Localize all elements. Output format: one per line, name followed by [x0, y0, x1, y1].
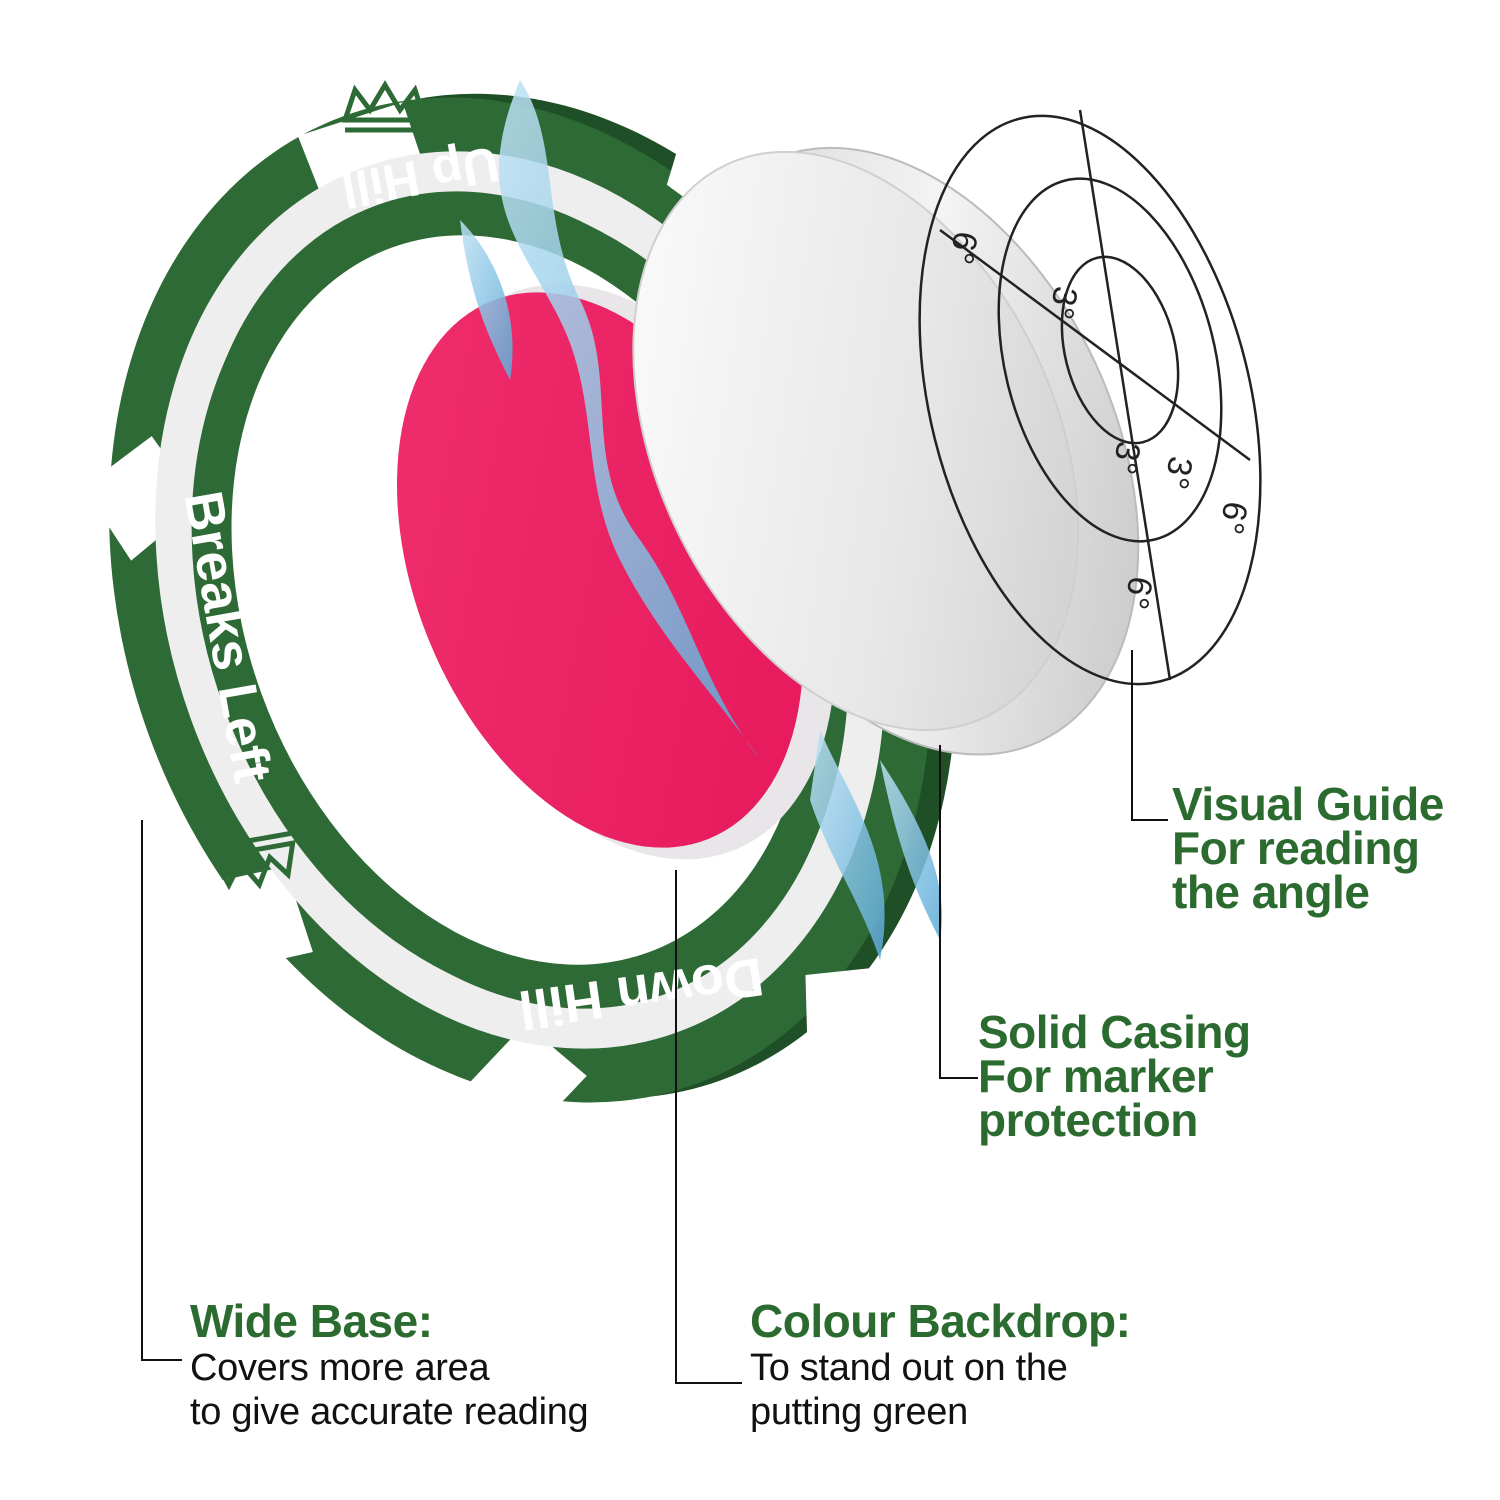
- visual-guide-line-1: Visual Guide: [1172, 778, 1444, 830]
- colour-backdrop-line-1: To stand out on the: [750, 1347, 1068, 1389]
- guide-outer-circle: [918, 114, 1262, 686]
- leader-wide-base: [141, 820, 182, 1361]
- guide-line-1: [939, 228, 1251, 462]
- guide-inner-circle: [1060, 255, 1180, 445]
- leader-colour-backdrop: [675, 870, 742, 1384]
- visual-guide-line-2: For reading: [1172, 822, 1420, 874]
- solid-casing-line-2: For marker: [978, 1050, 1214, 1102]
- solid-casing-line-3: protection: [978, 1094, 1198, 1146]
- leader-visual-guide: [1131, 650, 1168, 821]
- wide-base-line-2: to give accurate reading: [190, 1391, 589, 1433]
- guide-number: 3°: [1041, 284, 1084, 323]
- guide-number: 3°: [1104, 439, 1147, 478]
- crown-icon-bottom: [210, 830, 296, 891]
- guide-number: 6°: [1116, 574, 1159, 613]
- guide-number: 3°: [1156, 454, 1199, 493]
- wide-base-line-1: Covers more area: [190, 1347, 490, 1389]
- guide-number: 6°: [941, 229, 984, 268]
- colour-backdrop-callout: Colour Backdrop: To stand out on the put…: [750, 1295, 1131, 1434]
- casing-face: [632, 150, 1080, 731]
- leader-lines: [141, 650, 1168, 1384]
- guide-numbers: 6° 3° 3° 3° 6° 6°: [941, 229, 1254, 613]
- visual-guide-callout: Visual Guide For reading the angle: [1172, 778, 1444, 918]
- crown-icon: [341, 80, 429, 133]
- solid-casing: [632, 146, 1140, 756]
- guide-number: 6°: [1211, 499, 1254, 538]
- water-splash: [460, 80, 942, 960]
- wide-base-callout: Wide Base: Covers more area to give accu…: [190, 1295, 589, 1434]
- colour-backdrop-title: Colour Backdrop:: [750, 1295, 1131, 1347]
- solid-casing-callout: Solid Casing For marker protection: [978, 1006, 1251, 1146]
- guide-middle-circle: [997, 177, 1223, 543]
- leader-solid-casing: [939, 745, 978, 1079]
- colour-backdrop-line-2: putting green: [750, 1391, 968, 1433]
- solid-casing-line-1: Solid Casing: [978, 1006, 1251, 1058]
- visual-guide-line-3: the angle: [1172, 866, 1370, 918]
- wide-base-title: Wide Base:: [190, 1295, 433, 1347]
- guide-line-2: [1078, 109, 1172, 681]
- visual-guide: [918, 109, 1262, 686]
